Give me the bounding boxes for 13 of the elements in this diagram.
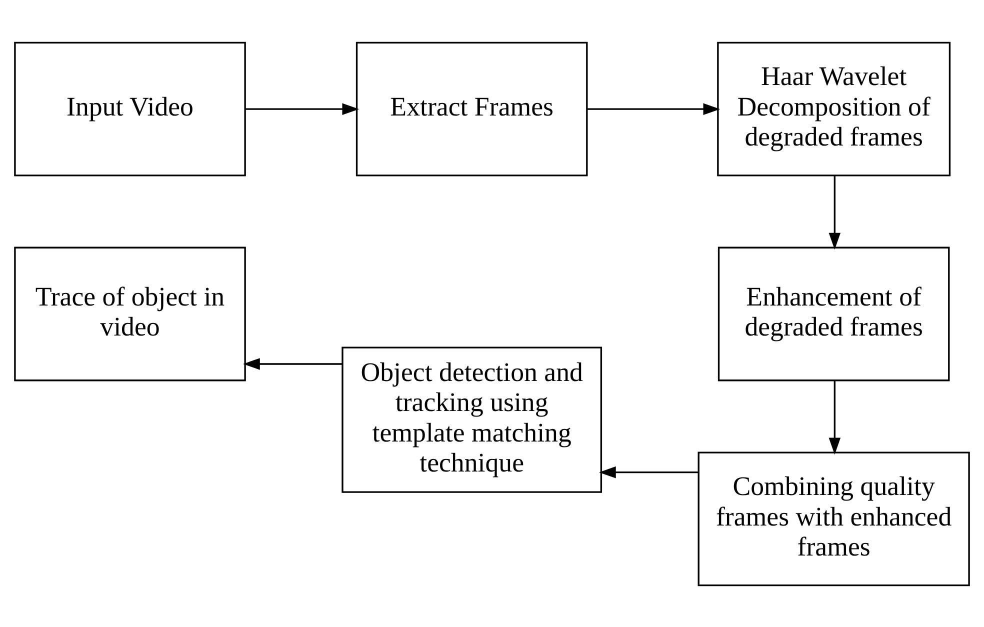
node-box: Enhancement of degraded frames [718,246,950,381]
node-box: Haar Wavelet Decomposition of degraded frames [717,41,951,176]
node-box: Object detection and tracking using template matching technique [342,346,602,492]
node-box: Combining quality frames with enhanced frames [698,451,970,586]
arrow [243,358,342,370]
node-box: Input Video [14,41,246,176]
arrow [587,102,720,114]
arrow [599,466,699,478]
arrow [245,102,360,114]
node-box: Extract Frames [356,41,588,176]
node-box: Trace of object in video [14,246,246,381]
arrow [828,380,841,454]
arrow [828,175,841,250]
